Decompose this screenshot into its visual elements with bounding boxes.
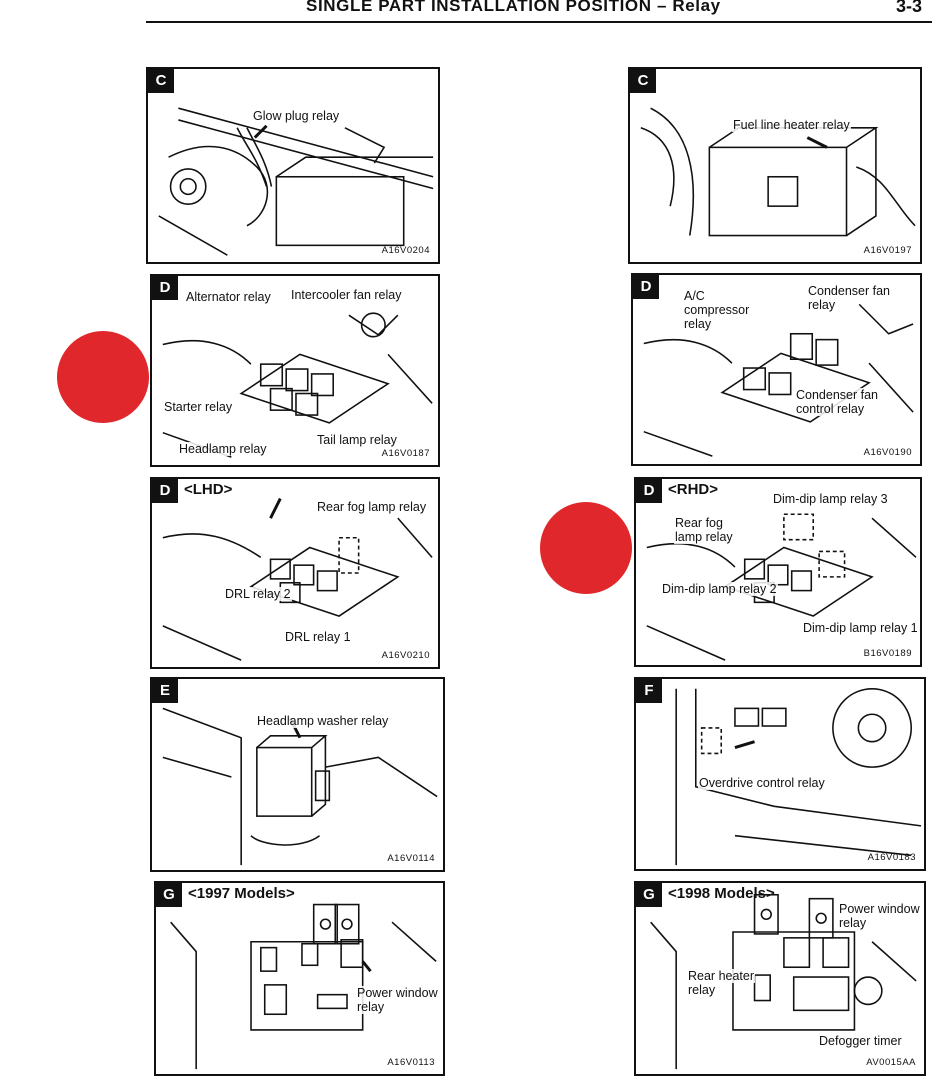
panel-badge: D xyxy=(636,479,662,503)
callout-power-window-relay-1: Power window xyxy=(356,986,439,1000)
panel-1997-power-window-relay: G <1997 Models> Power window relay A16V0… xyxy=(154,881,445,1076)
1997-relay-block-illustration xyxy=(170,903,437,1070)
callout-ac-compressor-relay-2: compressor xyxy=(683,303,751,317)
callout-ac-compressor-relay-1: A/C xyxy=(683,289,706,303)
callout-tail-lamp-relay: Tail lamp relay xyxy=(316,433,398,447)
callout-rear-fog-lamp-relay: Rear fog lamp relay xyxy=(316,500,428,514)
panel-1998-power-window-relay: G <1998 Models> Power window relay Rear … xyxy=(634,881,926,1076)
callout-condenser-fan-control-relay-2: control relay xyxy=(795,402,866,416)
panel-badge: D xyxy=(633,275,659,299)
panel-badge: C xyxy=(630,69,656,93)
callout-overdrive-control-relay: Overdrive control relay xyxy=(698,776,826,790)
callout-rear-fog-lamp-relay-1: Rear fog xyxy=(674,516,724,530)
callout-fuel-line-heater-relay: Fuel line heater relay xyxy=(732,118,851,132)
panel-glow-plug-relay: C Glow plug relay A16V0204 xyxy=(146,67,440,264)
callout-condenser-fan-relay-1: Condenser fan xyxy=(807,284,892,298)
headlamp-washer-relay-illustration xyxy=(162,707,438,866)
panel-rhd-relays: D <RHD> Dim-dip lamp relay 3 Rear fog la… xyxy=(634,477,922,667)
panel-headlamp-washer-relay: E Headlamp washer relay A16V0114 xyxy=(150,677,445,872)
panel-variant: <RHD> xyxy=(668,481,719,498)
callout-rear-heater-relay-2: relay xyxy=(687,983,717,997)
callout-alternator-relay: Alternator relay xyxy=(185,290,272,304)
rhd-relay-box-illustration xyxy=(646,513,917,661)
panel-lhd-relays: D <LHD> Rear fog lamp relay DRL relay 2 … xyxy=(150,477,440,669)
callout-starter-relay: Starter relay xyxy=(163,400,234,414)
panel-fuel-line-heater-relay: C Fuel line heater relay A16V0197 xyxy=(628,67,922,264)
callout-drl-relay-1: DRL relay 1 xyxy=(284,630,352,644)
callout-dim-dip-lamp-relay-1: Dim-dip lamp relay 1 xyxy=(802,621,919,635)
red-marker-dot-left xyxy=(57,331,149,423)
callout-condenser-fan-control-relay-1: Condenser fan xyxy=(795,388,880,402)
panel-badge: F xyxy=(636,679,662,703)
callout-ac-compressor-relay-3: relay xyxy=(683,317,713,331)
callout-headlamp-relay: Headlamp relay xyxy=(178,442,268,456)
panel-badge: C xyxy=(148,69,174,93)
figure-code: AV0015AA xyxy=(866,1057,916,1068)
overdrive-control-relay-illustration xyxy=(675,688,922,866)
figure-code: A16V0114 xyxy=(387,853,435,864)
condenser-relay-box-illustration xyxy=(643,303,914,457)
callout-power-window-relay-1: Power window xyxy=(838,902,921,916)
callout-condenser-fan-relay-2: relay xyxy=(807,298,837,312)
panel-variant: <LHD> xyxy=(184,481,233,498)
glow-plug-relay-illustration xyxy=(158,107,434,256)
figure-code: B16V0189 xyxy=(863,648,912,659)
figure-code: A16V0183 xyxy=(867,852,916,863)
figure-code: A16V0204 xyxy=(381,245,430,256)
panel-overdrive-control-relay: F Overdrive control relay A16V0183 xyxy=(634,677,926,871)
callout-rear-fog-lamp-relay-2: lamp relay xyxy=(674,530,734,544)
panel-badge: D xyxy=(152,479,178,503)
panel-variant: <1998 Models> xyxy=(668,885,775,902)
callout-rear-heater-relay-1: Rear heater xyxy=(687,969,756,983)
callout-defogger-timer: Defogger timer xyxy=(818,1034,903,1048)
panel-engine-relays: D Alternator relay Intercooler fan relay… xyxy=(150,274,440,467)
callout-dim-dip-lamp-relay-3: Dim-dip lamp relay 3 xyxy=(772,492,889,506)
1998-relay-block-illustration xyxy=(650,893,917,1070)
lhd-relay-box-illustration xyxy=(162,497,433,661)
page-header: SINGLE PART INSTALLATION POSITION – Rela… xyxy=(146,0,932,24)
fuel-line-heater-relay-illustration xyxy=(640,107,916,237)
header-rule xyxy=(146,21,932,23)
page-number: 3-3 xyxy=(895,0,922,16)
panel-badge: D xyxy=(152,276,178,300)
figure-code: A16V0197 xyxy=(863,245,912,256)
panel-condenser-relays: D A/C compressor relay Condenser fan rel… xyxy=(631,273,922,466)
panel-badge: G xyxy=(156,883,182,907)
callout-power-window-relay-2: relay xyxy=(356,1000,386,1014)
figure-code: A16V0210 xyxy=(381,650,430,661)
callout-headlamp-washer-relay: Headlamp washer relay xyxy=(256,714,390,728)
figure-code: A16V0187 xyxy=(381,448,430,459)
figure-code: A16V0113 xyxy=(387,1057,435,1068)
panel-badge: G xyxy=(636,883,662,907)
panel-badge: E xyxy=(152,679,178,703)
callout-glow-plug-relay: Glow plug relay xyxy=(252,109,341,123)
panel-variant: <1997 Models> xyxy=(188,885,295,902)
red-marker-dot-right xyxy=(540,502,632,594)
callout-power-window-relay-2: relay xyxy=(838,916,868,930)
callout-dim-dip-lamp-relay-2: Dim-dip lamp relay 2 xyxy=(661,582,778,596)
figure-code: A16V0190 xyxy=(863,447,912,458)
page-title: SINGLE PART INSTALLATION POSITION – Rela… xyxy=(306,0,721,15)
callout-intercooler-fan-relay: Intercooler fan relay xyxy=(290,288,403,302)
callout-drl-relay-2: DRL relay 2 xyxy=(224,587,292,601)
